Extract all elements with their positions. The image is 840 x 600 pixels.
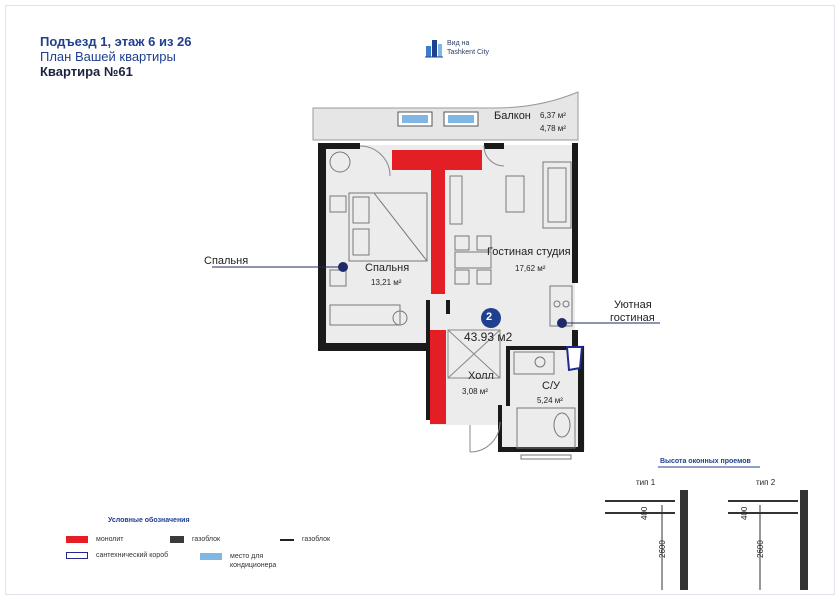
callout-dot-bedroom (338, 262, 348, 272)
legend-label-sanitary: сантехнический короб (96, 552, 169, 559)
legend-item-gasblock: газоблок (170, 536, 220, 543)
legend-swatch-gasblock (170, 536, 184, 543)
bedroom-name: Спальня (365, 262, 410, 274)
callout-bedroom: Спальня (204, 255, 249, 267)
legend-item-ac: место для кондиционера (200, 552, 290, 570)
bathroom-name: С/У (542, 380, 560, 392)
legend-item-sanitary: сантехнический короб (66, 552, 168, 559)
balcony (312, 91, 579, 141)
page-frame (5, 5, 835, 595)
total-area: 43.93 м2 (464, 330, 513, 344)
sanitary-box (565, 346, 584, 372)
living-area: 17,62 м² (515, 264, 546, 273)
bedroom-area: 13,21 м² (371, 278, 402, 287)
apartment-header: Подъезд 1, этаж 6 из 26 План Вашей кварт… (40, 34, 191, 79)
window-heights-title: Высота оконных проемов (660, 458, 751, 465)
window-height-diagram (605, 466, 808, 590)
callout-living-1: Уютная (614, 299, 652, 311)
room-count-badge: 2 (486, 311, 493, 323)
living-furniture (449, 161, 573, 327)
city-buildings-icon (425, 40, 443, 58)
legend-title: Условные обозначения (108, 517, 190, 524)
balcony-area-2: 4,78 м² (540, 124, 566, 133)
living-name: Гостиная студия (487, 246, 571, 258)
legend-label-gasblock-line: газоблок (302, 536, 331, 543)
legend-swatch-ac (200, 553, 222, 560)
legend-swatch-monolith (66, 536, 88, 543)
legend-label-gasblock: газоблок (192, 536, 221, 543)
hall-name: Холл (468, 370, 494, 382)
bathroom-fixtures (513, 351, 576, 460)
balcony-area-1: 6,37 м² (540, 111, 566, 120)
window-2-total-height: 2600 (756, 540, 765, 558)
legend-item-monolith: монолит (66, 536, 124, 543)
window-2-sill-height: 400 (740, 506, 749, 520)
balcony-name: Балкон (494, 110, 531, 122)
view-badge-text: Вид на Tashkent City (447, 40, 490, 56)
walls (318, 143, 584, 452)
bedroom-furniture (329, 151, 428, 326)
legend-swatch-sanitary (66, 552, 88, 559)
legend-label-ac: место для кондиционера (230, 553, 277, 569)
doors (359, 145, 505, 453)
window-type-1: тип 1 (636, 478, 656, 487)
monolith-elements (392, 150, 482, 424)
legend-swatch-gasblock-line (280, 538, 294, 541)
ac-unit-2 (448, 115, 474, 123)
window-1-sill-height: 400 (640, 506, 649, 520)
entrance-floor-title: Подъезд 1, этаж 6 из 26 (40, 34, 192, 49)
ac-unit-1 (402, 115, 428, 123)
hall-area: 3,08 м² (462, 387, 488, 396)
legend-item-gasblock-line: газоблок (280, 536, 330, 543)
callout-living-2: гостиная (610, 312, 655, 324)
window-type-2: тип 2 (756, 478, 776, 487)
apartment-number: Квартира №61 (40, 64, 133, 79)
room-count-badge-bg (481, 308, 501, 328)
legend-label-monolith: монолит (96, 536, 124, 543)
callout-dot-living (557, 318, 567, 328)
bathroom-area: 5,24 м² (537, 396, 563, 405)
window-1-total-height: 2600 (658, 540, 667, 558)
view-badge: Вид на Tashkent City (425, 38, 497, 58)
plan-subtitle: План Вашей квартиры (40, 49, 176, 64)
